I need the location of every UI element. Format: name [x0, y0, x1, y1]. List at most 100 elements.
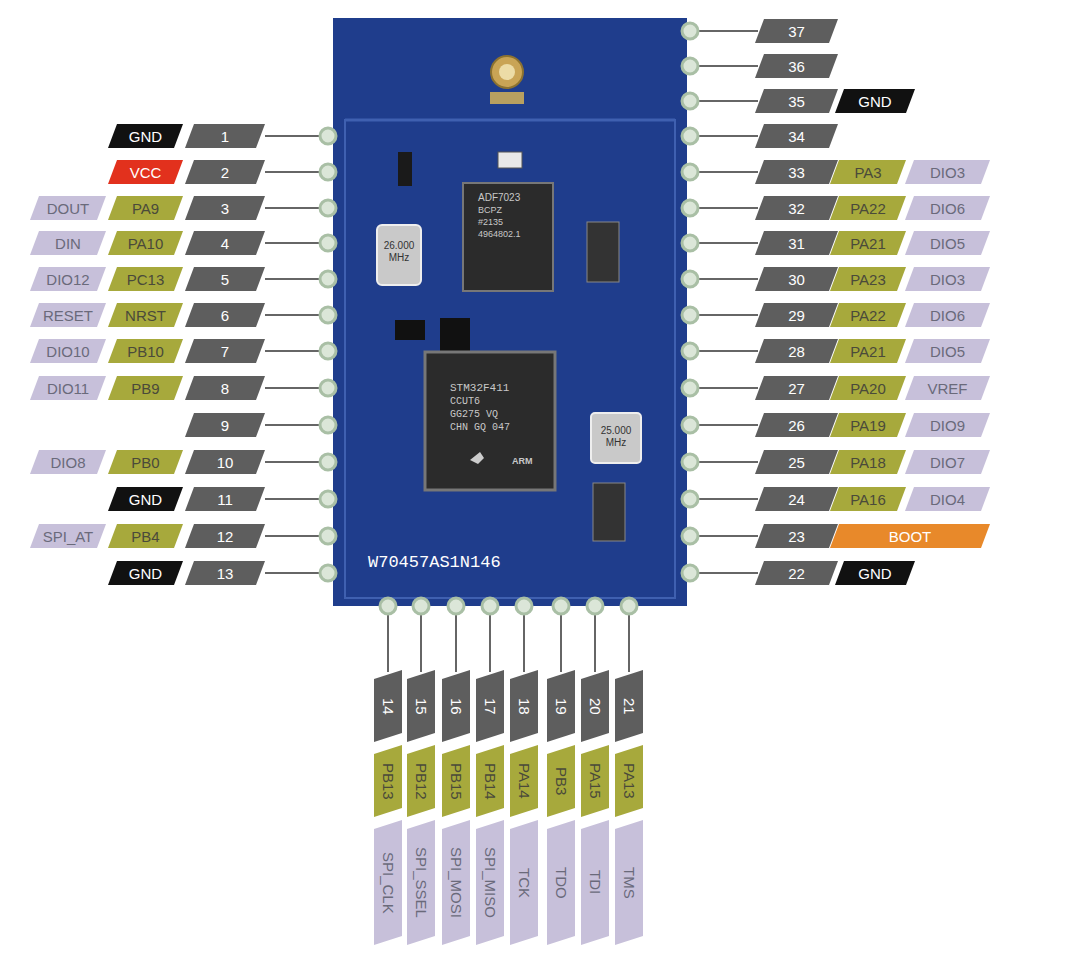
tag-text-box: DIO4 — [905, 487, 990, 511]
tag-text-box: 11 — [185, 487, 265, 511]
tag-text-box: 15 — [407, 670, 435, 742]
tag-text: PB13 — [380, 763, 397, 800]
chip-marking: #2135 — [478, 217, 503, 227]
tag-text-box: 21 — [615, 670, 643, 742]
signal-name-tag: SPI_SSEL — [407, 820, 435, 945]
tag-text-box: 8 — [185, 376, 265, 400]
tag-outline — [830, 267, 906, 291]
port-name-tag: PA21 — [830, 339, 906, 363]
port-name-tag: PA15 — [581, 745, 609, 817]
signal-name-tag: DIO6 — [905, 303, 990, 327]
tag-text: 24 — [788, 491, 805, 508]
tag-outline — [108, 339, 183, 363]
tag-text: PB14 — [482, 763, 499, 800]
tag-text: PC13 — [127, 271, 165, 288]
tag-text: PA18 — [850, 454, 886, 471]
tag-text: 31 — [788, 235, 805, 252]
tag-text: DIN — [55, 235, 81, 252]
antenna-base — [490, 92, 524, 104]
tag-outline — [185, 303, 265, 327]
tag-text: TDO — [553, 867, 570, 899]
tag-text-box: PB15 — [442, 745, 470, 817]
tag-text: DIO10 — [46, 343, 89, 360]
pin-number-tag: 20 — [581, 670, 609, 742]
tag-text-box: 1 — [185, 124, 265, 148]
tag-text-box: PB14 — [476, 745, 504, 817]
pin-number-tag: 27 — [755, 376, 838, 400]
tag-outline — [755, 376, 838, 400]
tag-text-box: 19 — [547, 670, 575, 742]
tag-text-box: 7 — [185, 339, 265, 363]
tag-text: 10 — [217, 454, 234, 471]
tag-text: DIO3 — [930, 164, 965, 181]
signal-name-tag: TMS — [615, 820, 643, 945]
tag-text: PA16 — [850, 491, 886, 508]
logo-text: ARM — [512, 456, 533, 466]
tag-outline — [755, 524, 838, 548]
crystal-small — [593, 483, 625, 541]
tag-outline — [830, 339, 906, 363]
boot-tag: BOOT — [830, 524, 990, 548]
tag-text-box: 13 — [185, 561, 265, 585]
tag-outline — [108, 196, 183, 220]
tag-text-box: PA22 — [830, 196, 906, 220]
signal-name-tag: DIO11 — [30, 376, 106, 400]
tag-outline — [108, 231, 183, 255]
tag-text: 37 — [788, 23, 805, 40]
tag-outline — [547, 820, 575, 945]
tag-outline — [755, 487, 838, 511]
tag-text: GND — [858, 93, 891, 110]
tag-text: PA9 — [132, 200, 159, 217]
tag-text-box: PB0 — [108, 450, 183, 474]
tag-outline — [755, 267, 838, 291]
tag-outline — [905, 196, 990, 220]
signal-name-tag: TCK — [510, 820, 538, 945]
port-name-tag: PB3 — [547, 745, 575, 817]
tag-text: PA21 — [850, 343, 886, 360]
tag-text-box: SPI_AT — [30, 524, 106, 548]
tag-outline — [442, 670, 470, 742]
power-tag: VCC — [108, 160, 183, 184]
tag-text: 13 — [217, 565, 234, 582]
ground-tag: GND — [108, 124, 183, 148]
tag-text-box: 20 — [581, 670, 609, 742]
tag-outline — [905, 487, 990, 511]
tag-text-box: 4 — [185, 231, 265, 255]
tag-outline — [185, 413, 265, 437]
tag-text-box: TCK — [510, 820, 538, 945]
chip-marking: ADF7023 — [478, 192, 520, 204]
tag-outline — [30, 267, 106, 291]
pin-number-tag: 28 — [755, 339, 838, 363]
crystal-small — [587, 222, 619, 282]
tag-text-box: TMS — [615, 820, 643, 945]
pin-number-tag: 8 — [185, 376, 265, 400]
crystal-marking: 25.000 MHz — [593, 425, 639, 448]
pin-number-tag: 36 — [755, 54, 838, 78]
tag-outline — [407, 670, 435, 742]
tag-text: DIO8 — [50, 454, 85, 471]
tag-outline — [755, 339, 838, 363]
tag-outline — [830, 450, 906, 474]
tag-text-box: PA14 — [510, 745, 538, 817]
tag-text-box: DIN — [30, 231, 106, 255]
tag-text-box: 5 — [185, 267, 265, 291]
tag-outline — [830, 231, 906, 255]
pin-number-tag: 19 — [547, 670, 575, 742]
port-name-tag: PA22 — [830, 303, 906, 327]
signal-name-tag: DIO6 — [905, 196, 990, 220]
ground-tag: GND — [108, 487, 183, 511]
tag-text-box: DIO3 — [905, 267, 990, 291]
pin-wires — [265, 31, 758, 672]
tag-text-box: 23 — [755, 524, 838, 548]
tag-text-box: PA20 — [830, 376, 906, 400]
board-silkscreen: W70457AS1N146 — [368, 553, 501, 573]
port-name-tag: PB13 — [374, 745, 402, 817]
signal-name-tag: DIO10 — [30, 339, 106, 363]
port-name-tag: PB4 — [108, 524, 183, 548]
tag-outline — [30, 450, 106, 474]
port-name-tag: PA16 — [830, 487, 906, 511]
tag-text-box: PA21 — [830, 339, 906, 363]
port-name-tag: PB10 — [108, 339, 183, 363]
chip-marking: GG275 VQ — [450, 409, 498, 421]
tag-text: DIO4 — [930, 491, 965, 508]
